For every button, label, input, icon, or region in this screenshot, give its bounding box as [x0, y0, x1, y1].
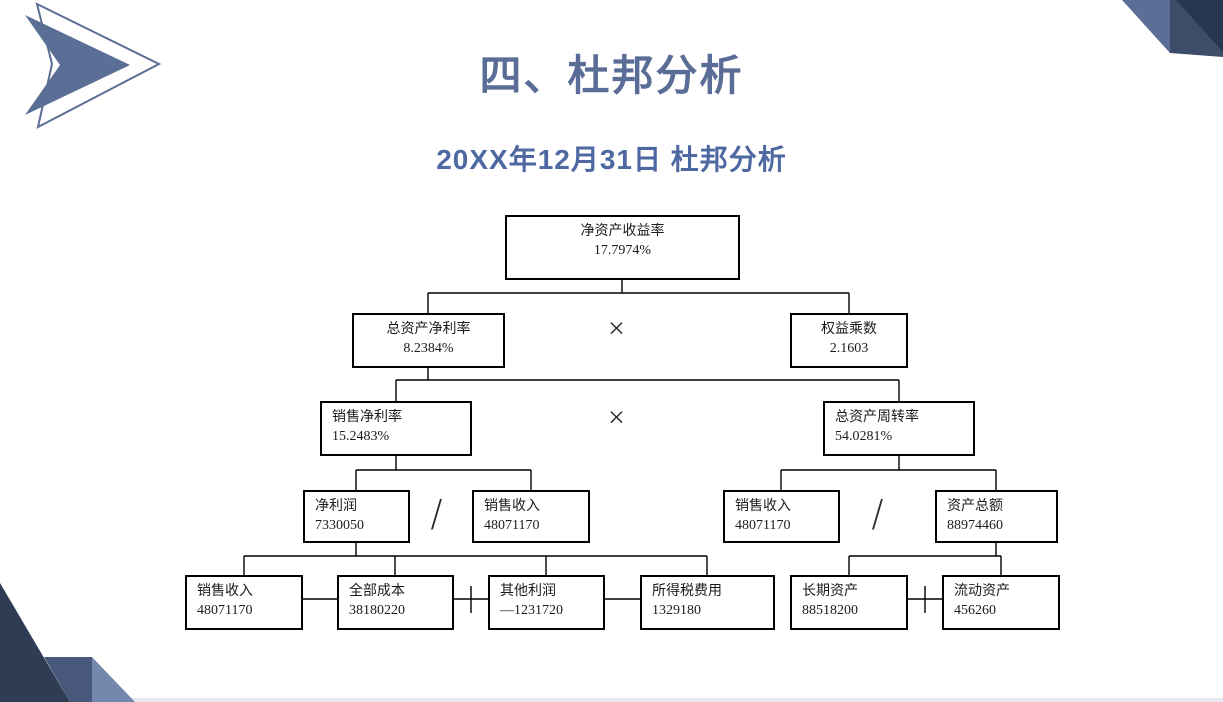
divide-operator: /: [430, 488, 442, 539]
node-equity-multiplier: 权益乘数 2.1603: [790, 313, 908, 368]
node-label: 销售收入: [197, 584, 253, 599]
node-ros: 总资产净利率 8.2384%: [352, 313, 505, 368]
node-total-assets: 资产总额 88974460: [935, 490, 1058, 543]
node-label: 所得税费用: [652, 584, 722, 599]
bottom-left-corner-triangles: [0, 583, 135, 702]
node-value: 8.2384%: [403, 341, 454, 356]
node-label: 资产总额: [947, 499, 1003, 514]
node-label: 流动资产: [954, 584, 1010, 599]
node-net-profit: 净利润 7330050: [303, 490, 410, 543]
node-revenue: 销售收入 48071170: [472, 490, 590, 543]
node-value: —1231720: [500, 603, 563, 618]
page-title: 四、杜邦分析: [479, 52, 744, 99]
node-label: 销售净利率: [332, 410, 402, 425]
node-label: 销售收入: [484, 499, 540, 514]
node-value: 2.1603: [829, 341, 869, 356]
node-current-assets: 流动资产 456260: [942, 575, 1060, 630]
node-label: 长期资产: [802, 584, 858, 599]
node-total-cost: 全部成本 38180220: [337, 575, 454, 630]
node-value: 54.0281%: [835, 429, 893, 444]
node-value: 88518200: [802, 603, 858, 618]
node-value: 48071170: [484, 518, 540, 533]
node-value: 88974460: [947, 518, 1003, 533]
node-value: 15.2483%: [332, 429, 390, 444]
node-label: 净资产收益率: [580, 224, 665, 239]
node-asset-turnover: 总资产周转率 54.0281%: [823, 401, 975, 456]
node-other-profit: 其他利润 —1231720: [488, 575, 605, 630]
node-label: 净利润: [315, 499, 357, 514]
node-long-term-assets: 长期资产 88518200: [790, 575, 908, 630]
node-label: 其他利润: [500, 584, 556, 599]
times-operator: ×: [608, 312, 625, 345]
node-label: 全部成本: [349, 584, 405, 599]
node-value: 48071170: [735, 518, 791, 533]
node-label: 权益乘数: [821, 322, 877, 337]
node-value: 38180220: [349, 603, 405, 618]
plus-operator: [454, 586, 488, 613]
node-value: 7330050: [315, 518, 364, 533]
node-value: 48071170: [197, 603, 253, 618]
divide-operator: /: [871, 488, 883, 539]
node-label: 总资产周转率: [835, 410, 919, 425]
node-value: 17.7974%: [593, 243, 652, 258]
node-net-profit-margin: 销售净利率 15.2483%: [320, 401, 472, 456]
node-revenue: 销售收入 48071170: [723, 490, 840, 543]
times-operator: ×: [608, 401, 625, 434]
node-roe: 净资产收益率 17.7974%: [505, 215, 740, 280]
node-value: 1329180: [652, 603, 701, 618]
node-income-tax: 所得税费用 1329180: [640, 575, 775, 630]
node-label: 总资产净利率: [386, 322, 471, 337]
bottom-edge-strip: [0, 698, 1223, 702]
node-label: 销售收入: [735, 499, 791, 514]
node-revenue: 销售收入 48071170: [185, 575, 303, 630]
page-subtitle: 20XX年12月31日 杜邦分析: [436, 144, 787, 175]
top-right-corner-triangles: [1122, 0, 1223, 57]
plus-operator: [908, 586, 942, 613]
node-value: 456260: [954, 603, 996, 618]
arrow-logo-icon: [25, 2, 162, 129]
